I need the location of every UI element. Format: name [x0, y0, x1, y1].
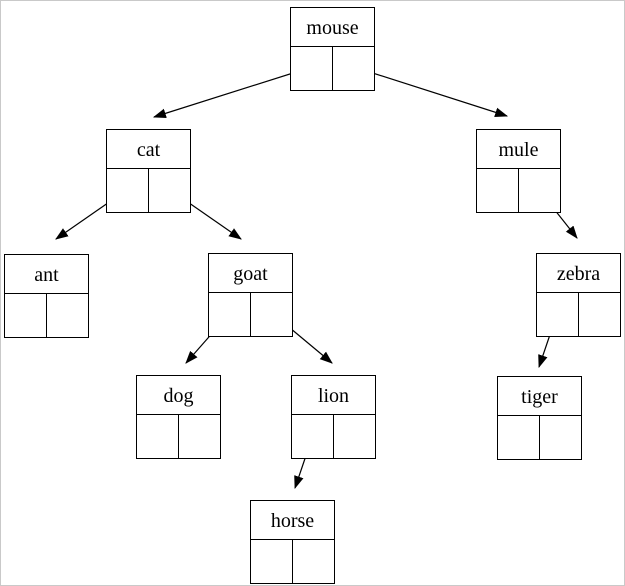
node-pointer-cells: [251, 540, 334, 584]
left-pointer-cell: [251, 540, 293, 584]
right-pointer-cell: [149, 169, 190, 213]
tree-node-zebra: zebra: [536, 253, 621, 337]
node-pointer-cells: [498, 416, 581, 460]
left-pointer-cell: [209, 293, 251, 337]
tree-node-cat: cat: [106, 129, 191, 213]
left-pointer-cell: [498, 416, 540, 460]
right-pointer-cell: [579, 293, 620, 337]
left-pointer-cell: [292, 415, 334, 459]
node-pointer-cells: [291, 47, 374, 91]
node-label: goat: [209, 254, 292, 293]
tree-node-ant: ant: [4, 254, 89, 338]
right-pointer-cell: [334, 415, 375, 459]
left-pointer-cell: [477, 169, 519, 213]
right-pointer-cell: [333, 47, 374, 91]
node-label: cat: [107, 130, 190, 169]
tree-node-tiger: tiger: [497, 376, 582, 460]
tree-node-mule: mule: [476, 129, 561, 213]
node-label: mule: [477, 130, 560, 169]
right-pointer-cell: [293, 540, 334, 584]
node-pointer-cells: [292, 415, 375, 459]
node-label: lion: [292, 376, 375, 415]
node-pointer-cells: [209, 293, 292, 337]
node-pointer-cells: [5, 294, 88, 338]
node-label: ant: [5, 255, 88, 294]
tree-node-mouse: mouse: [290, 7, 375, 91]
right-pointer-cell: [251, 293, 292, 337]
left-pointer-cell: [291, 47, 333, 91]
tree-node-lion: lion: [291, 375, 376, 459]
node-pointer-cells: [537, 293, 620, 337]
edge-mouse-mule: [353, 66, 509, 118]
node-label: zebra: [537, 254, 620, 293]
edge-mouse-cat: [152, 66, 313, 119]
node-pointer-cells: [137, 415, 220, 459]
right-pointer-cell: [47, 294, 88, 338]
node-pointer-cells: [107, 169, 190, 213]
left-pointer-cell: [5, 294, 47, 338]
left-pointer-cell: [107, 169, 149, 213]
node-label: dog: [137, 376, 220, 415]
tree-node-dog: dog: [136, 375, 221, 459]
node-pointer-cells: [477, 169, 560, 213]
tree-node-horse: horse: [250, 500, 335, 584]
node-label: mouse: [291, 8, 374, 47]
node-label: horse: [251, 501, 334, 540]
right-pointer-cell: [179, 415, 220, 459]
tree-node-goat: goat: [208, 253, 293, 337]
right-pointer-cell: [519, 169, 560, 213]
right-pointer-cell: [540, 416, 581, 460]
left-pointer-cell: [137, 415, 179, 459]
left-pointer-cell: [537, 293, 579, 337]
node-label: tiger: [498, 377, 581, 416]
